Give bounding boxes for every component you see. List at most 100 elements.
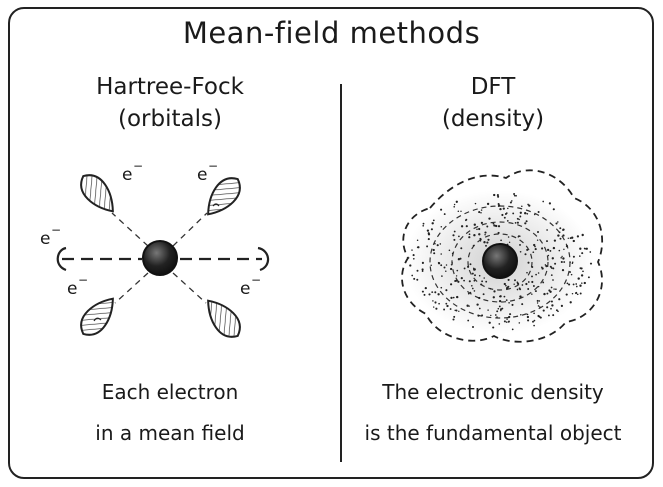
density-dot [498,305,501,308]
electron-label-lower-right: e − [240,273,261,299]
hook-right [257,246,270,272]
density-dot [431,291,434,294]
density-dot [516,282,520,285]
density-dot [562,228,565,231]
density-dot [518,322,521,324]
density-dot [503,320,506,323]
density-dot [575,285,578,288]
svg-text:−: − [133,159,143,173]
density-dot [422,224,425,227]
density-dot [577,277,580,280]
density-dot [453,205,456,208]
density-dot [476,303,479,306]
density-dot [536,302,539,304]
density-dot [501,213,504,217]
density-dot [508,320,510,323]
density-dot [479,237,482,240]
density-dot [520,314,522,316]
density-dot [428,293,431,296]
density-dot [434,242,436,245]
density-dot [533,243,536,247]
density-dot [552,279,554,281]
density-dot [549,290,552,293]
lobe-squiggle-upper-right [212,203,220,207]
density-dot [531,293,533,295]
density-dot [421,268,424,271]
density-dot [580,267,583,270]
density-dot [427,232,430,235]
density-dot [445,264,448,266]
density-dot [527,203,529,206]
density-dot [561,255,563,258]
density-dot [485,280,488,283]
density-dot [576,235,580,238]
density-dot [525,282,528,286]
density-dot [478,227,481,231]
density-dot [585,247,588,250]
density-dot [508,241,511,244]
svg-text:e: e [40,229,50,249]
density-dot [499,308,503,311]
density-dot [524,253,527,256]
density-dot [430,228,433,231]
electron-label-lower-left: e − [67,273,88,299]
density-dot [546,292,549,295]
density-dot [439,243,442,245]
density-dot [505,299,508,301]
density-dot [496,310,499,313]
density-dot [519,215,522,218]
density-dot [536,230,540,234]
density-dot [469,291,472,294]
density-dot [560,304,564,307]
density-dot [440,286,443,289]
density-dot [449,308,452,310]
density-dot [507,236,510,238]
density-dot [515,194,517,197]
density-dot [518,287,521,290]
density-dot [524,222,527,225]
density-dot [487,309,489,311]
density-dot [547,314,550,317]
density-dot [542,309,545,312]
density-dot [546,240,548,243]
density-dot [537,305,540,307]
density-dot [552,267,555,270]
density-dot [477,314,480,317]
density-dot [426,245,429,248]
density-dot [492,326,495,329]
density-dot [498,204,501,207]
density-dot [532,285,535,287]
density-dot [508,302,510,304]
density-dot [494,314,497,316]
density-dot [457,280,460,283]
density-dot [558,231,561,234]
density-dot [426,229,430,232]
density-dot [509,313,512,316]
density-dot [538,300,541,302]
density-dot [478,211,481,214]
density-dot [450,296,453,300]
density-dot [589,251,592,253]
density-dot [498,323,501,325]
density-dot [550,307,552,310]
density-dot [531,265,534,269]
density-dot [445,302,448,305]
density-dot [558,298,561,301]
density-contour-3 [467,233,533,291]
orbital-lobe-upper-right [207,177,241,216]
density-dot [519,243,521,246]
density-dot [450,283,453,286]
density-dot [503,282,506,286]
density-dot [554,262,557,265]
density-dot [473,279,476,282]
density-dot [527,281,530,283]
density-dot [480,212,482,214]
density-dot [537,314,540,318]
density-dot [486,241,489,244]
density-dot [416,246,419,249]
density-dot [542,200,545,203]
density-dot [492,296,495,299]
density-dot [532,320,534,323]
density-dot [552,314,555,317]
